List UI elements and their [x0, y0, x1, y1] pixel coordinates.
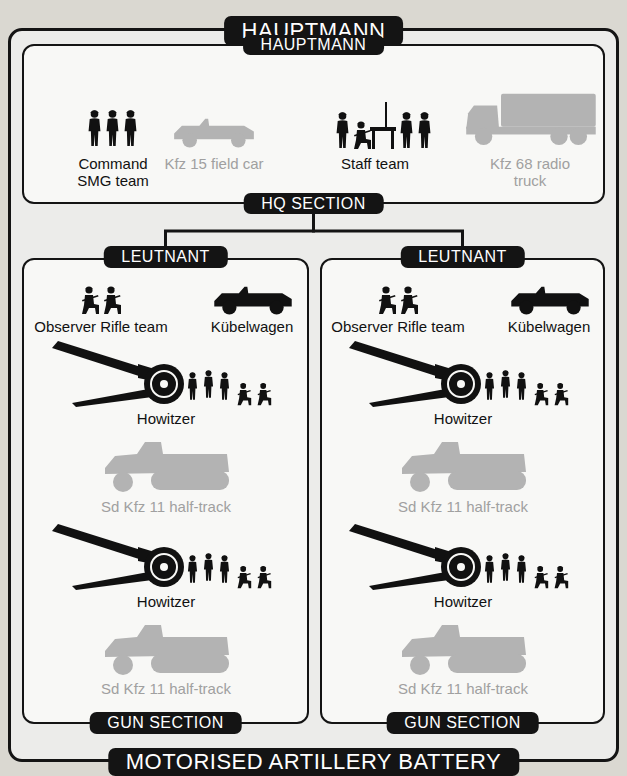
radio-truck-icon: [466, 94, 596, 145]
section-footer: GUN SECTION: [89, 712, 242, 734]
unit-label: Kübelwagen: [499, 318, 599, 335]
staff-figure: [419, 112, 431, 148]
unit-label: Staff team: [320, 155, 430, 172]
section-heading: HAUPTMANN: [243, 35, 385, 55]
howitzer-icon: [349, 524, 568, 590]
observer-figure: [82, 286, 99, 314]
unit-label: Howitzer: [393, 410, 533, 427]
section-footer: HQ SECTION: [243, 193, 384, 214]
unit-label: Sd Kfz 11 half-track: [76, 498, 256, 515]
unit-label: Kfz 68 radio truck: [478, 155, 582, 189]
half-track-icon: [105, 442, 229, 492]
staff-table: [372, 127, 375, 149]
section-footer: GUN SECTION: [386, 712, 539, 734]
unit-label: Command SMG team: [67, 155, 159, 189]
staff-table: [391, 127, 394, 149]
howitzer-icon: [349, 341, 568, 407]
connector-line: [314, 204, 463, 258]
unit-label: Howitzer: [393, 593, 533, 610]
observer-figure: [104, 286, 121, 314]
section-footer: MOTORISED ARTILLERY BATTERY: [108, 748, 519, 776]
command-figure: [107, 110, 119, 146]
radio-antenna: [385, 102, 387, 127]
section-heading: LEUTNANT: [103, 246, 227, 268]
staff-figure: [337, 112, 349, 148]
staff-figure: [401, 112, 413, 148]
unit-label: Kübelwagen: [202, 318, 302, 335]
field-car-icon: [174, 119, 254, 148]
unit-label: Howitzer: [96, 593, 236, 610]
unit-label: Observer Rifle team: [323, 318, 473, 335]
connector-line: [166, 204, 314, 258]
battery-box: HAUPTMANNMOTORISED ARTILLERY BATTERYHAUP…: [8, 28, 619, 762]
unit-label: Observer Rifle team: [26, 318, 176, 335]
howitzer-icon: [52, 524, 271, 590]
kubelwagen-icon: [214, 287, 291, 315]
half-track-icon: [402, 442, 526, 492]
observer-figure: [401, 286, 418, 314]
kubelwagen-icon: [511, 287, 588, 315]
unit-label: Sd Kfz 11 half-track: [373, 680, 553, 697]
half-track-icon: [105, 625, 229, 675]
unit-label: Howitzer: [96, 410, 236, 427]
unit-label: Sd Kfz 11 half-track: [373, 498, 553, 515]
unit-label: Kfz 15 field car: [152, 155, 276, 172]
observer-figure: [379, 286, 396, 314]
command-figure: [125, 110, 137, 146]
staff-figure: [354, 121, 371, 149]
half-track-icon: [402, 625, 526, 675]
howitzer-icon: [52, 341, 271, 407]
section-heading: LEUTNANT: [400, 246, 524, 268]
unit-label: Sd Kfz 11 half-track: [76, 680, 256, 697]
command-figure: [89, 110, 101, 146]
